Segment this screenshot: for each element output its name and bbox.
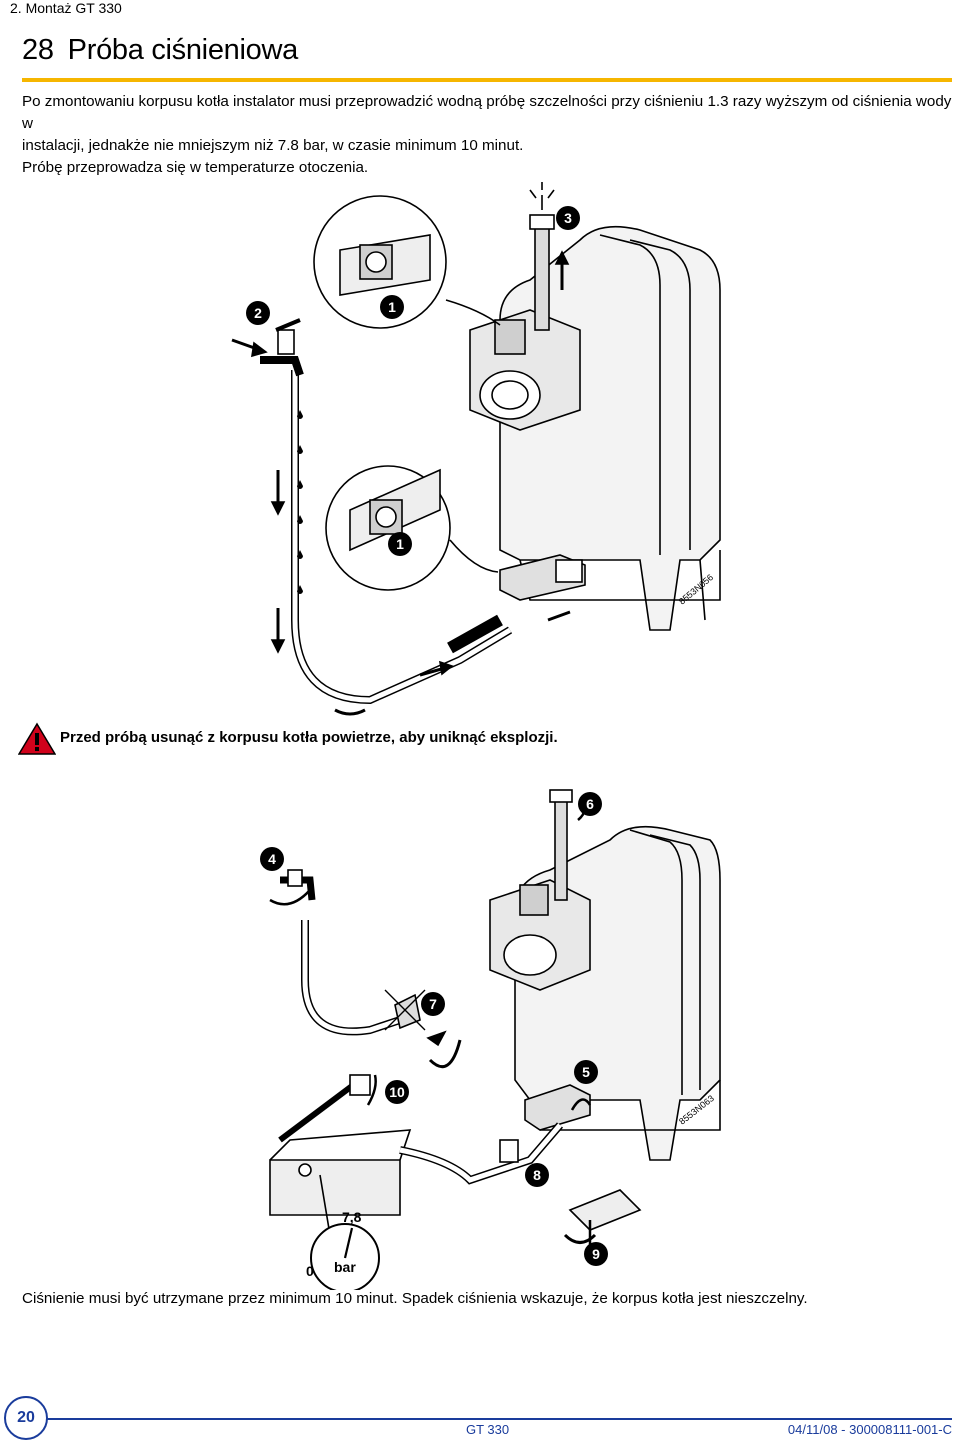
fig2-badge-5: 5 (574, 1060, 598, 1084)
title-rule (22, 78, 952, 82)
warning-box: Przed próbą usunąć z korpusu kotła powie… (18, 722, 938, 758)
figure-2-pressure-pump-setup: 6 4 7 5 10 8 9 7,8 0 bar 8553N063 (260, 789, 721, 1290)
figure-1-pressure-test-setup: 2 1 3 1 8553N056 (231, 182, 721, 716)
fig2-badge-9-label: 9 (592, 1246, 600, 1262)
fig2-badge-7: 7 (421, 992, 445, 1016)
fig1-badge-1-bottom-label: 1 (396, 536, 404, 552)
fig1-badge-2: 2 (246, 301, 270, 325)
fig1-badge-3-label: 3 (564, 210, 572, 226)
section-number: 28 (22, 34, 54, 66)
chapter-header: 2. Montaż GT 330 (10, 0, 122, 16)
fig2-badge-4: 4 (260, 847, 284, 871)
fig2-badge-8: 8 (525, 1163, 549, 1187)
fig2-badge-9: 9 (584, 1242, 608, 1266)
gauge-unit: bar (334, 1259, 356, 1275)
fig2-badge-5-label: 5 (582, 1064, 590, 1080)
page-number: 20 (4, 1396, 48, 1440)
intro-line-2: instalacji, jednakże nie mniejszym niż 7… (22, 137, 524, 154)
fig2-badge-10-label: 10 (389, 1084, 405, 1100)
fig1-badge-2-label: 2 (254, 305, 262, 321)
fig2-badge-6: 6 (578, 792, 602, 816)
gauge-zero: 0 (306, 1263, 314, 1279)
fig2-badge-6-label: 6 (586, 796, 594, 812)
figure-caption: Ciśnienie musi być utrzymane przez minim… (22, 1290, 808, 1307)
fig2-badge-8-label: 8 (533, 1167, 541, 1183)
fig1-badge-1-top: 1 (380, 295, 404, 319)
fig1-badge-1-bottom: 1 (388, 532, 412, 556)
fig1-code: 8553N056 (677, 572, 715, 606)
footer-doc-code: 04/11/08 - 300008111-001-C (787, 1422, 952, 1437)
intro-line-1: Po zmontowaniu korpusu kotła instalator … (22, 93, 952, 132)
fig1-badge-1-top-label: 1 (388, 299, 396, 315)
fig1-badge-3: 3 (556, 206, 580, 230)
footer-rule (40, 1418, 952, 1420)
footer-model: GT 330 (466, 1422, 510, 1437)
fig2-badge-10: 10 (385, 1080, 409, 1104)
fig2-badge-4-label: 4 (268, 851, 276, 867)
gauge-value: 7,8 (342, 1209, 362, 1225)
fig2-badge-7-label: 7 (429, 996, 437, 1012)
warning-triangle-icon (18, 722, 56, 755)
section-title-text: Próba ciśnieniowa (67, 34, 299, 66)
intro-line-3: Próbę przeprowadza się w temperaturze ot… (22, 159, 369, 176)
section-title: 28 Próba ciśnieniowa (22, 34, 298, 67)
intro-text: Po zmontowaniu korpusu kotła instalator … (22, 91, 957, 179)
warning-text: Przed próbą usunąć z korpusu kotła powie… (60, 729, 558, 746)
